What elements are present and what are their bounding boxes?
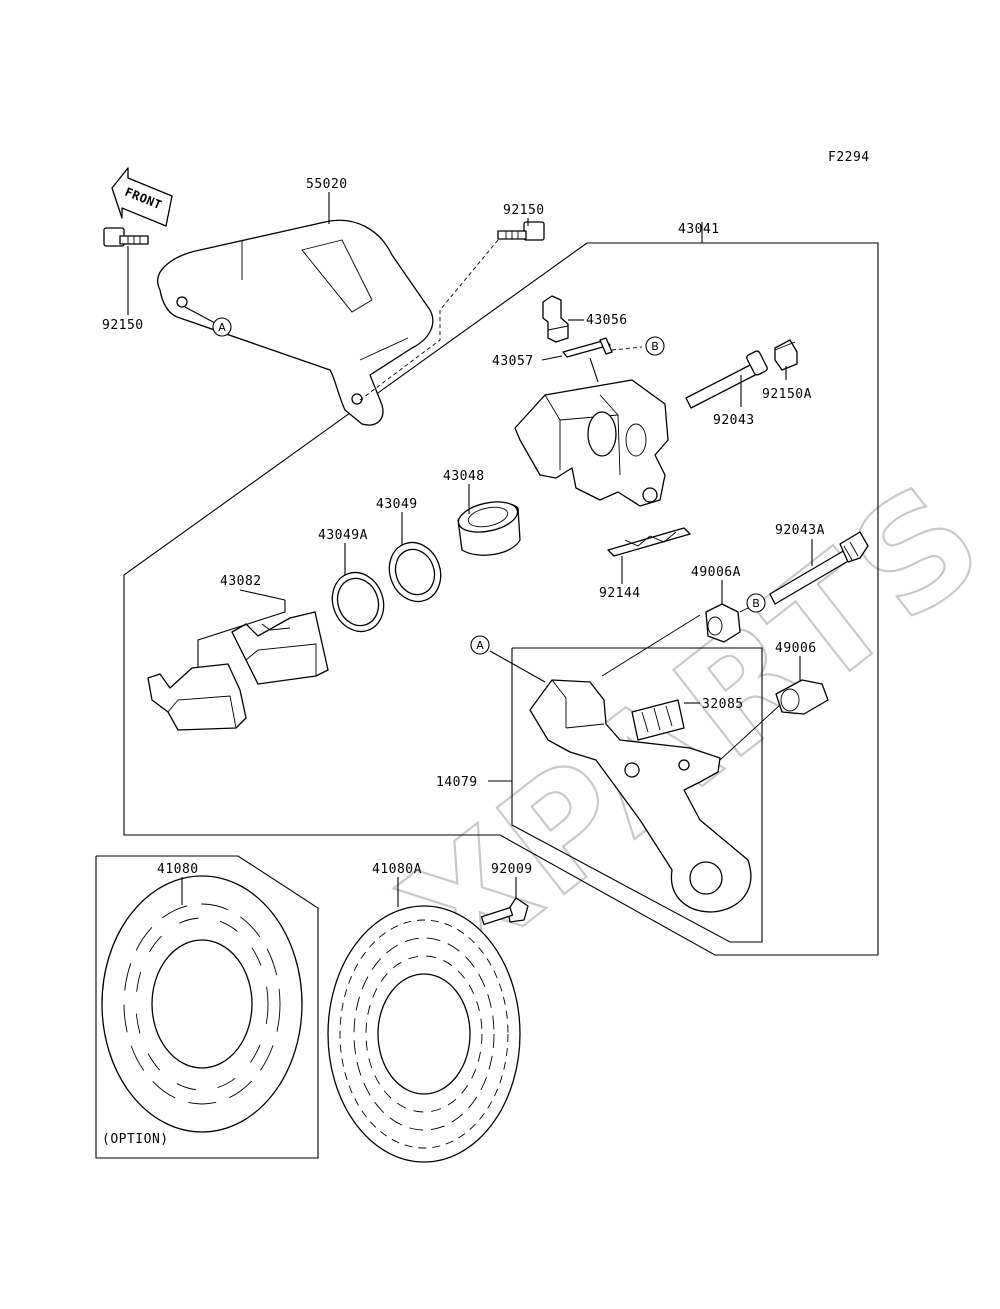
brake-disc-41080 [101,875,303,1133]
label-32085: 32085 [702,697,744,712]
boot-49006 [775,679,829,715]
bracket-leader-to-bolt [719,704,781,761]
label-43049A: 43049A [318,528,368,543]
label-43057: 43057 [492,354,534,369]
label-92150A: 92150A [762,387,812,402]
svg-text:B: B [752,597,760,610]
caliper-bracket-14079 [529,679,752,913]
ref-mark-b-top: B [645,336,665,356]
assembly-outline-43041 [123,242,879,956]
boot-49006A [705,603,741,643]
caliper-body [514,379,669,507]
pad-spring-92144 [607,527,691,557]
bolt-path-dashed [359,239,499,401]
brake-pads-43082 [147,611,329,731]
ref-mark-b-mid: B [746,593,766,613]
label-92150-top: 92150 [503,203,545,218]
label-43041: 43041 [678,222,720,237]
dust-cap-92150A [774,339,798,371]
leader-mark-a-bracket [489,650,546,683]
label-92150-left: 92150 [102,318,144,333]
leader-caliper-43057 [589,357,599,383]
pad-spring-32085 [631,699,685,741]
piston-43048 [457,501,521,556]
front-arrow: FRONT [111,167,173,227]
label-49006A: 49006A [691,565,741,580]
ref-mark-a-bracket: A [470,635,490,655]
label-55020: 55020 [306,177,348,192]
leader-43082 [197,600,286,668]
label-92043: 92043 [713,413,755,428]
option-box [95,855,319,1159]
label-43082: 43082 [220,574,262,589]
option-label: (OPTION) [102,1132,169,1147]
bolt-92150-top [497,221,545,241]
piston-seal-43049 [388,541,442,603]
boot-to-b [739,607,749,613]
leader-43082-top [239,589,286,601]
caliper-outline-14079 [511,647,763,943]
svg-text:B: B [651,340,659,353]
slide-pin-92043 [685,350,768,409]
slide-pin-92043A [769,531,869,605]
dust-seal-43049A [331,571,385,633]
caliper-guard-55020 [157,219,434,426]
label-43049: 43049 [376,497,418,512]
brake-disc-41080A [327,905,521,1163]
label-43056: 43056 [586,313,628,328]
label-41080: 41080 [157,862,199,877]
bracket-leader-to-boot [601,614,701,677]
svg-text:A: A [476,639,484,652]
leader-mark-a-guard [184,306,216,324]
leader-43057 [541,355,563,361]
label-43048: 43048 [443,469,485,484]
label-49006: 49006 [775,641,817,656]
label-14079: 14079 [436,775,478,790]
label-41080A: 41080A [372,862,422,877]
label-92043A: 92043A [775,523,825,538]
label-92009: 92009 [491,862,533,877]
bleeder-valve-43056 [542,295,569,343]
label-92144: 92144 [599,586,641,601]
retainer-pin-43057 [562,337,613,358]
screw-92009 [480,897,529,926]
bolt-92150-left [103,227,149,247]
svg-text:A: A [218,321,226,334]
ref-mark-a-guard: A [212,317,232,337]
figure-code: F2294 [828,150,870,165]
pin-dashed-b [611,346,643,351]
